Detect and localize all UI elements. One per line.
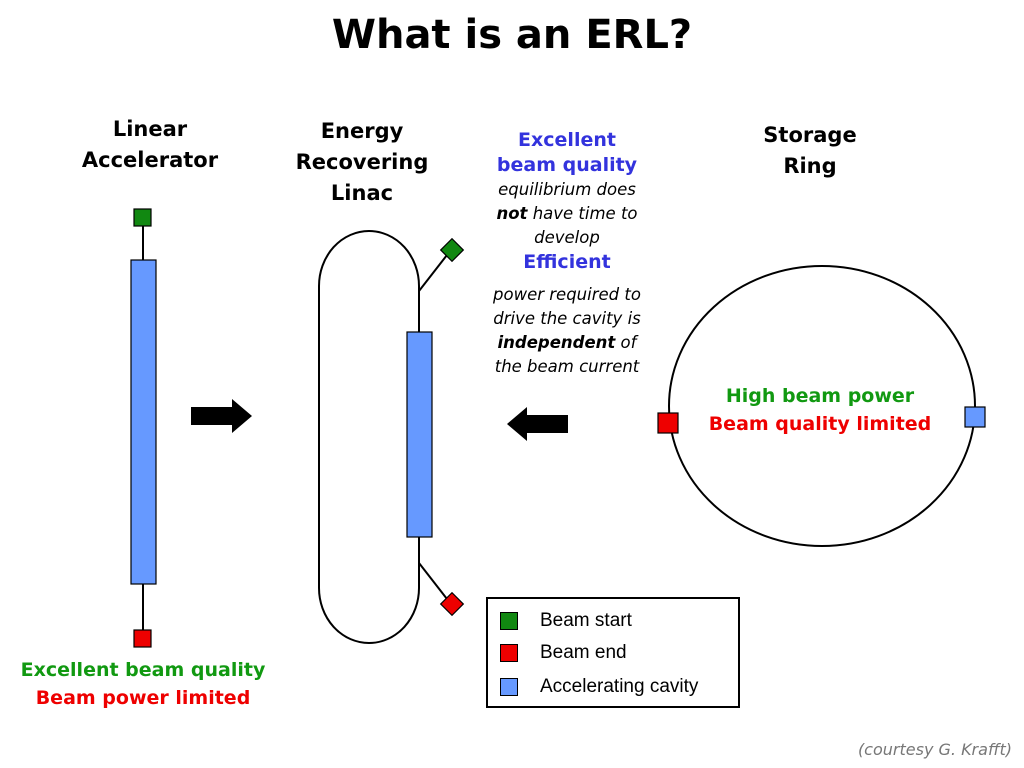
ring-caption-power: High beam power (725, 385, 915, 407)
ring-cavity-marker (964, 406, 986, 428)
ring-heading-line2: Ring (783, 154, 837, 178)
quality-title-line2: beam quality (496, 154, 638, 176)
erl-heading-line2: Recovering (295, 150, 429, 174)
ring-heading-line1: Storage (763, 123, 857, 147)
efficient-desc-line3: independent of (472, 331, 662, 355)
erl-cavity (406, 331, 433, 538)
erl-dump-line (418, 562, 448, 600)
ring-heading: Storage Ring (720, 120, 900, 182)
left-arrow-icon (507, 407, 568, 441)
legend-end-label: Beam end (540, 642, 627, 663)
legend-item-cavity: Accelerating cavity (500, 675, 698, 699)
ring-caption: High beam power Beam quality limited (690, 382, 950, 438)
legend-cavity-swatch (500, 678, 518, 696)
credit-note: (courtesy G. Krafft) (857, 740, 1012, 759)
quality-desc-not: not (496, 204, 528, 223)
quality-desc-line3: develop (534, 228, 600, 247)
linac-heading-line2: Accelerator (81, 148, 219, 172)
efficient-desc-line4: the beam current (494, 357, 640, 376)
linac-diagram (130, 208, 157, 648)
efficient-desc-line2: drive the cavity is (493, 309, 641, 328)
legend-end-swatch (500, 644, 518, 662)
erl-notes: Excellent beam quality equilibrium does … (472, 128, 662, 379)
linac-heading: Linear Accelerator (60, 114, 240, 176)
efficient-title: Efficient (523, 251, 611, 273)
erl-heading-line3: Linac (330, 181, 394, 205)
legend-start-swatch (500, 612, 518, 630)
linac-beam-start-marker (133, 208, 152, 227)
efficient-desc-line1: power required to (493, 285, 641, 304)
linac-cavity (130, 259, 157, 585)
efficient-desc-line3-rest: of (615, 333, 637, 352)
quality-desc-line1: equilibrium does (498, 180, 636, 199)
erl-heading: Energy Recovering Linac (272, 116, 452, 209)
erl-beam-start-marker (439, 237, 465, 263)
erl-loop-diagram (318, 230, 465, 644)
ring-caption-quality: Beam quality limited (708, 413, 932, 435)
legend-start-label: Beam start (540, 610, 632, 631)
erl-racetrack (318, 230, 420, 644)
linac-caption-power: Beam power limited (35, 687, 251, 709)
legend-item-end: Beam end (500, 641, 627, 665)
linac-caption: Excellent beam quality Beam power limite… (0, 656, 286, 712)
erl-beam-end-marker (439, 591, 465, 617)
legend-item-start: Beam start (500, 609, 632, 633)
linac-caption-quality: Excellent beam quality (20, 659, 266, 681)
quality-desc-line2: not have time to (472, 202, 662, 226)
storage-ring (668, 265, 976, 547)
right-arrow-icon (191, 399, 252, 433)
efficient-desc-independent: independent (497, 333, 616, 352)
quality-title-line1: Excellent (518, 129, 616, 151)
erl-injection-line (418, 254, 448, 292)
quality-desc-line2-rest: have time to (527, 204, 638, 223)
legend: Beam start Beam end Accelerating cavity (486, 597, 740, 708)
ring-beam-end-marker (657, 412, 679, 434)
linac-beam-end-marker (133, 629, 152, 648)
legend-cavity-label: Accelerating cavity (540, 676, 699, 697)
erl-heading-line1: Energy (320, 119, 404, 143)
storage-ring-diagram (657, 265, 986, 547)
page-title: What is an ERL? (331, 12, 693, 58)
linac-heading-line1: Linear (112, 117, 188, 141)
